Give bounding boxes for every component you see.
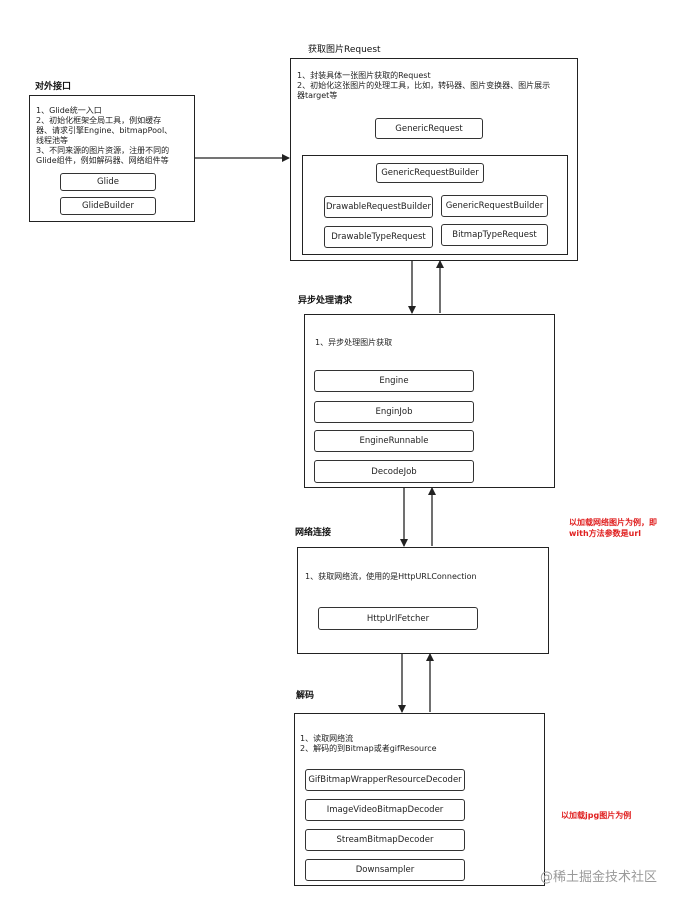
http-url-fetcher-node: HttpUrlFetcher xyxy=(318,607,478,630)
external-desc-line: 2、初始化框架全局工具，例如缓存 xyxy=(36,116,162,125)
decode-title: 解码 xyxy=(296,691,315,701)
engin-job-node: EnginJob xyxy=(314,401,474,423)
network-note: 以加载网络图片为例，即 with方法参数是url xyxy=(569,517,657,539)
external-desc-line: Glide组件，例如解码器、网络组件等 xyxy=(36,156,169,165)
drawable-type-request-node: DrawableTypeRequest xyxy=(324,226,433,248)
network-desc: 1、获取网络流，使用的是HttpURLConnection xyxy=(305,572,477,582)
bitmap-type-request-node: BitmapTypeRequest xyxy=(441,224,548,246)
stream-bitmap-decoder-node: StreamBitmapDecoder xyxy=(305,829,465,851)
network-title: 网络连接 xyxy=(295,528,332,538)
request-desc-line: 器target等 xyxy=(297,91,338,100)
async-title: 异步处理请求 xyxy=(298,296,353,306)
request-desc-line: 2、初始化这张图片的处理工具，比如，转码器、图片变换器、图片展示 xyxy=(297,81,551,90)
generic-request-builder-node: GenericRequestBuilder xyxy=(376,163,484,183)
external-desc-line: 线程池等 xyxy=(36,136,68,145)
external-desc-line: 3、不同来源的图片资源，注册不同的 xyxy=(36,146,170,155)
generic-request-node: GenericRequest xyxy=(375,118,483,139)
generic-request-builder-node-2: GenericRequestBuilder xyxy=(441,195,548,217)
network-note-line: 以加载网络图片为例，即 xyxy=(569,518,657,527)
drawable-request-builder-node: DrawableRequestBuilder xyxy=(324,196,433,218)
glide-node: Glide xyxy=(60,173,156,191)
request-desc-line: 1、封装具体一张图片获取的Request xyxy=(297,71,431,80)
request-title: 获取图片Request xyxy=(308,45,381,55)
decode-desc-line: 2、解码的到Bitmap或者gifResource xyxy=(300,744,437,753)
request-desc: 1、封装具体一张图片获取的Request 2、初始化这张图片的处理工具，比如，转… xyxy=(297,71,550,101)
decode-job-node: DecodeJob xyxy=(314,460,474,483)
gif-bitmap-wrapper-decoder-node: GifBitmapWrapperResourceDecoder xyxy=(305,769,465,791)
external-desc-line: 1、Glide统一入口 xyxy=(36,106,102,115)
decode-desc: 1、读取网络流 2、解码的到Bitmap或者gifResource xyxy=(300,734,437,754)
image-video-bitmap-decoder-node: ImageVideoBitmapDecoder xyxy=(305,799,465,821)
watermark: @稀土掘金技术社区 xyxy=(540,870,658,885)
external-desc-line: 器、请求引擎Engine、bitmapPool、 xyxy=(36,126,173,135)
async-desc: 1、异步处理图片获取 xyxy=(315,338,392,348)
glide-builder-node: GlideBuilder xyxy=(60,197,156,215)
engine-node: Engine xyxy=(314,370,474,392)
external-interface-title: 对外接口 xyxy=(35,82,72,92)
async-desc-line: 1、异步处理图片获取 xyxy=(315,338,393,347)
decode-desc-line: 1、读取网络流 xyxy=(300,734,354,743)
downsampler-node: Downsampler xyxy=(305,859,465,881)
network-note-line: with方法参数是url xyxy=(569,529,642,538)
engine-runnable-node: EngineRunnable xyxy=(314,430,474,452)
network-desc-line: 1、获取网络流，使用的是HttpURLConnection xyxy=(305,572,477,581)
decode-note: 以加载jpg图片为例 xyxy=(561,811,632,820)
network-box xyxy=(297,547,549,654)
external-interface-desc: 1、Glide统一入口 2、初始化框架全局工具，例如缓存 器、请求引擎Engin… xyxy=(36,106,172,166)
